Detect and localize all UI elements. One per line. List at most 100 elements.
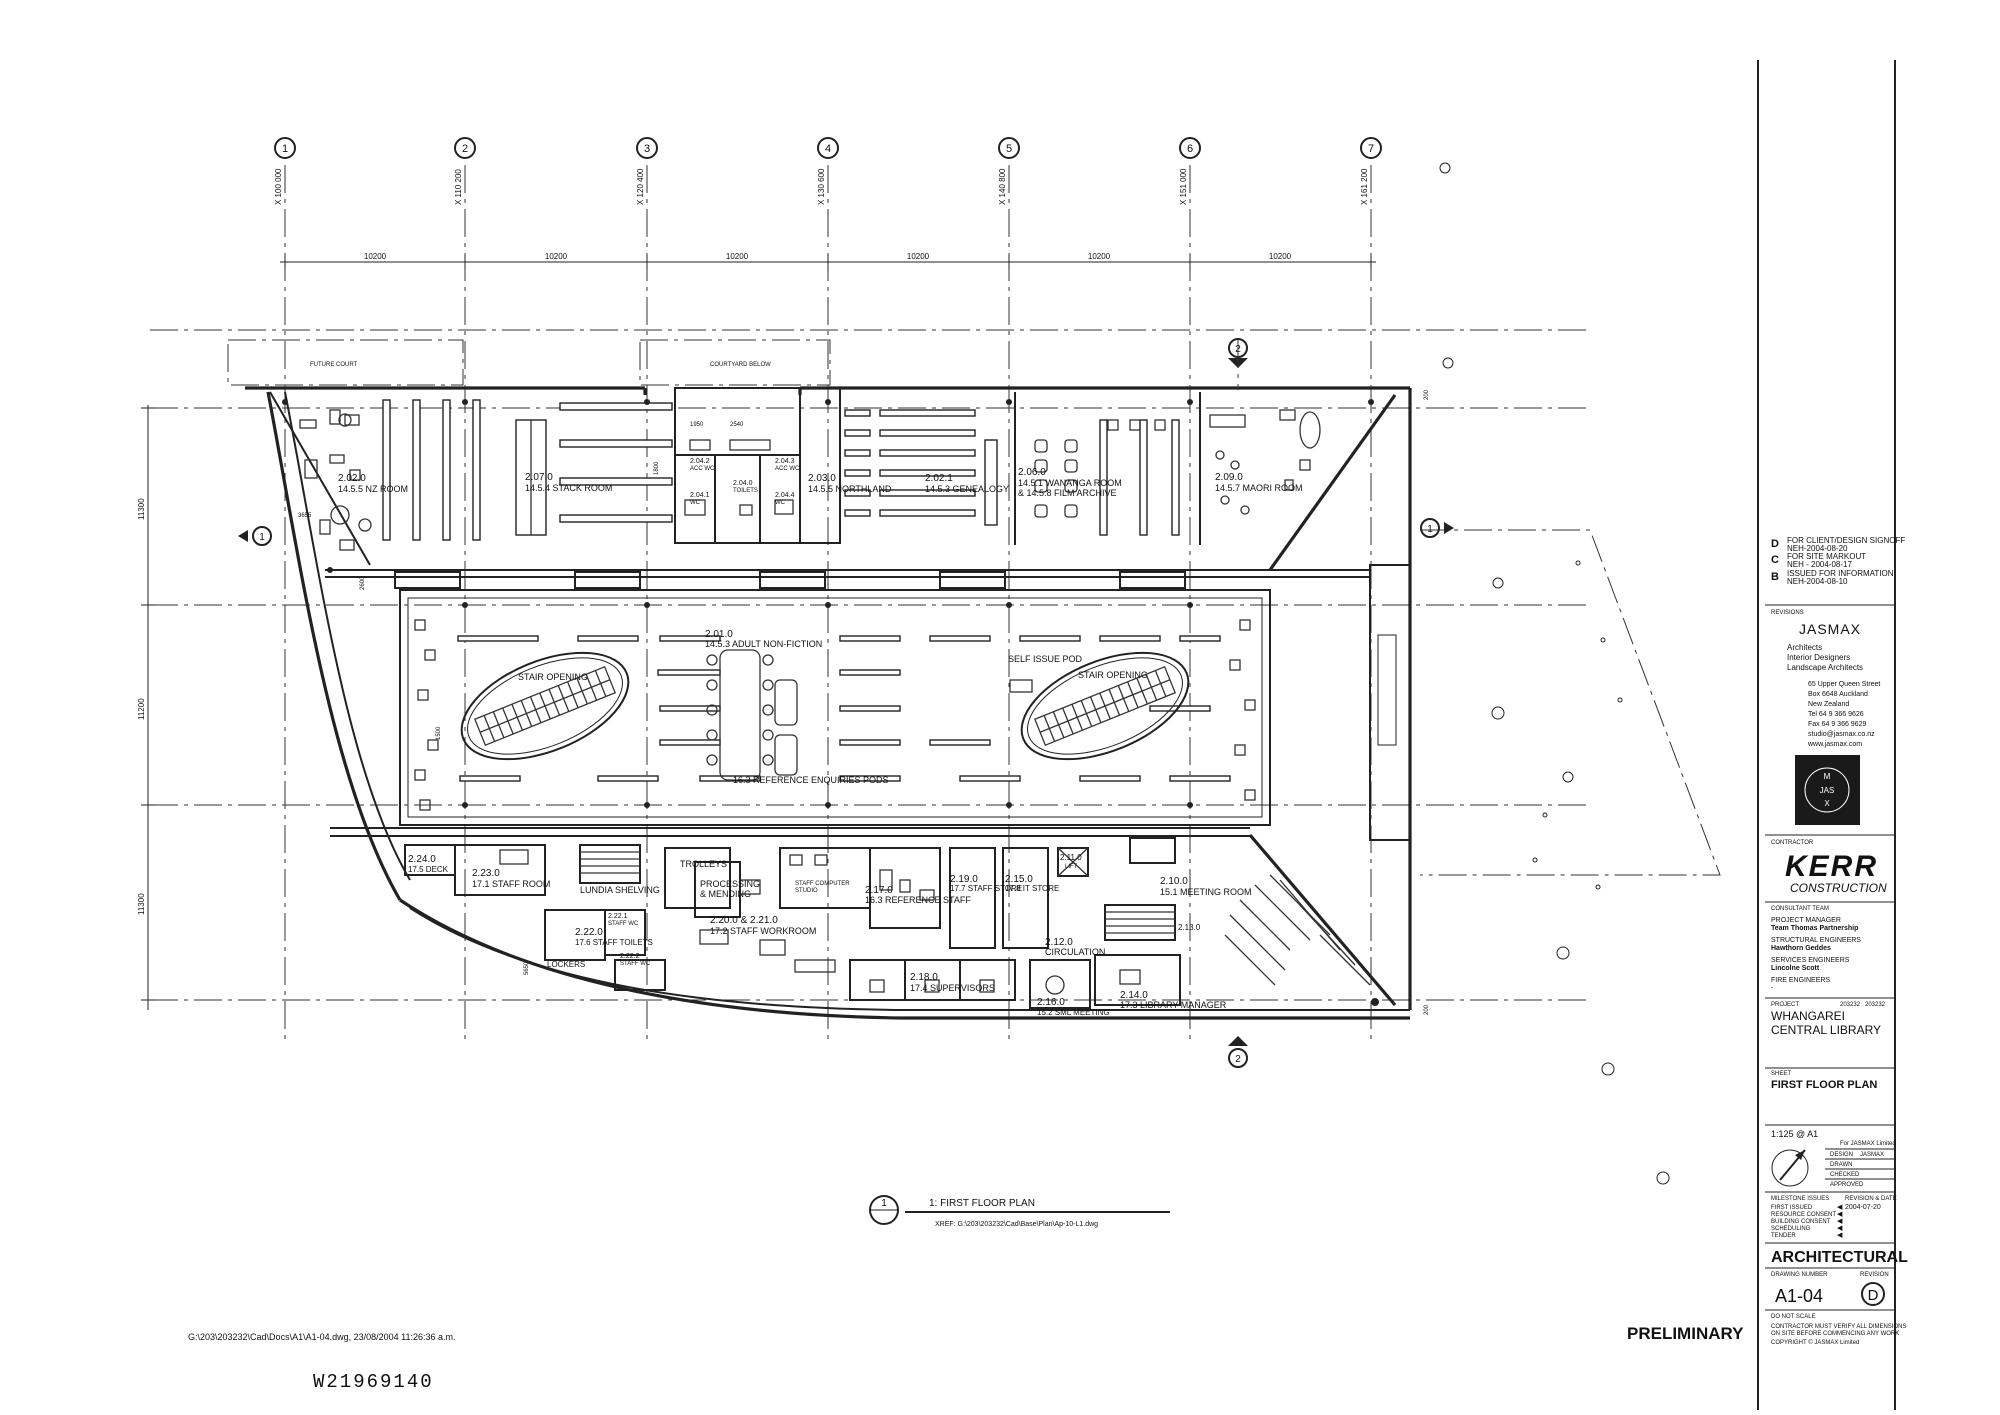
svg-text:3: 3 [644, 143, 650, 155]
svg-text:2.04.1: 2.04.1 [690, 492, 710, 499]
svg-text:10200: 10200 [545, 252, 568, 261]
svg-text:X 140 800: X 140 800 [998, 168, 1007, 205]
svg-text:SERVICES ENGINEERS: SERVICES ENGINEERS [1771, 957, 1850, 964]
svg-text:2.17.0: 2.17.0 [865, 885, 893, 896]
svg-text:14.5.3 ADULT NON-FICTION: 14.5.3 ADULT NON-FICTION [705, 639, 822, 649]
svg-text:www.jasmax.com: www.jasmax.com [1807, 741, 1862, 748]
svg-text:14.5.1 WANANGA ROOM: 14.5.1 WANANGA ROOM [1018, 478, 1122, 488]
grid-bubble-3: 3X 120 400 [636, 137, 658, 205]
svg-text:REVISIONS: REVISIONS [1771, 610, 1804, 616]
site-outlines: FUTURE COURT COURTYARD BELOW [227, 339, 1721, 876]
svg-text:10200: 10200 [907, 252, 930, 261]
svg-text:1800: 1800 [654, 461, 660, 475]
upper-rooms [299, 387, 1321, 551]
svg-text:ISSUED FOR INFORMATION: ISSUED FOR INFORMATION [1787, 569, 1894, 578]
svg-text:X: X [1824, 799, 1830, 808]
svg-text:PROCESSING: PROCESSING [700, 879, 760, 889]
svg-text:NEH - 2004-08-17: NEH - 2004-08-17 [1787, 560, 1852, 569]
grid-bubble-5: 5 X 140 800 [998, 137, 1020, 205]
svg-text:XREF: G:\203\203232\Cad\Base\P: XREF: G:\203\203232\Cad\Base\Plan\Ap-10-… [935, 1221, 1098, 1228]
svg-text:ACC WC: ACC WC [690, 466, 715, 472]
svg-text:2.04.0: 2.04.0 [733, 480, 753, 487]
stair-opening-right [1020, 651, 1190, 761]
svg-text:◀: ◀ [1837, 1218, 1843, 1225]
svg-text:MILESTONE ISSUES: MILESTONE ISSUES [1771, 1196, 1829, 1202]
svg-text:17.8 IT STORE: 17.8 IT STORE [1005, 884, 1059, 893]
revisions-table: D FOR CLIENT/DESIGN SIGNOFF NEH-2004-08-… [1765, 536, 1905, 616]
svg-text:& MENDING: & MENDING [700, 889, 751, 899]
svg-text:REVISION & DATE: REVISION & DATE [1845, 1196, 1897, 1202]
svg-text:FOR SITE MARKOUT: FOR SITE MARKOUT [1787, 552, 1866, 561]
milestones-block: MILESTONE ISSUES REVISION & DATE FIRST I… [1765, 1196, 1897, 1244]
svg-text:SHEET: SHEET [1771, 1071, 1791, 1077]
svg-text:New Zealand: New Zealand [1808, 701, 1849, 708]
svg-text:CHECKED: CHECKED [1830, 1172, 1860, 1178]
svg-text:1: 1 [881, 1198, 887, 1209]
svg-text:CONSTRUCTION: CONSTRUCTION [1790, 881, 1887, 895]
grid-bubble-7: 7X 161 200 [1360, 137, 1382, 205]
svg-text:DO NOT SCALE: DO NOT SCALE [1771, 1314, 1816, 1320]
svg-text:2.22.1: 2.22.1 [608, 913, 628, 920]
svg-text:5: 5 [1006, 143, 1012, 155]
room-labels: 2.02.0 14.5.5 NZ ROOM 2.07.0 14.5.4 STAC… [338, 458, 1303, 1017]
svg-text:2.07.0: 2.07.0 [525, 472, 553, 483]
svg-text:2.06.0: 2.06.0 [1018, 467, 1046, 478]
svg-text:17.6 STAFF TOILETS: 17.6 STAFF TOILETS [575, 938, 653, 947]
section-marks: 2 2 1 1 [238, 338, 1454, 1068]
svg-text:DRAWING NUMBER: DRAWING NUMBER [1771, 1272, 1828, 1278]
genealogy-shelves [844, 409, 998, 526]
svg-text:LIFT: LIFT [1065, 864, 1078, 870]
svg-text:TROLLEYS: TROLLEYS [680, 859, 727, 869]
svg-text:TENDER: TENDER [1771, 1233, 1796, 1239]
svg-text:REVISION: REVISION [1860, 1272, 1889, 1278]
svg-text:Landscape Architects: Landscape Architects [1787, 663, 1863, 672]
svg-text:X 100 000: X 100 000 [274, 168, 283, 205]
stair-opening-left [460, 651, 630, 761]
svg-text:CONTRACTOR MUST VERIFY ALL DIM: CONTRACTOR MUST VERIFY ALL DIMENSIONS [1771, 1324, 1906, 1330]
dimension-string-top: 10200 10200 10200 10200 10200 10200 [280, 252, 1376, 270]
columns [282, 399, 1379, 1006]
future-court-label: FUTURE COURT [310, 362, 358, 368]
svg-text:4: 4 [825, 143, 831, 155]
svg-text:2600: 2600 [360, 576, 366, 590]
site-trees [1439, 162, 1670, 1185]
svg-text:COPYRIGHT © JASMAX Limited: COPYRIGHT © JASMAX Limited [1771, 1339, 1859, 1346]
consultants-block: CONSULTANT TEAM PROJECT MANAGER Team Tho… [1765, 906, 1895, 999]
meeting-room-seating [1224, 874, 1371, 986]
title-block: D FOR CLIENT/DESIGN SIGNOFF NEH-2004-08-… [1757, 60, 1908, 1410]
svg-text:NEH-2004-08-10: NEH-2004-08-10 [1787, 577, 1848, 586]
svg-text:6: 6 [1187, 143, 1193, 155]
svg-text:14.5.3 GENEALOGY: 14.5.3 GENEALOGY [925, 484, 1009, 494]
svg-text:ARCHITECTURAL: ARCHITECTURAL [1771, 1249, 1908, 1266]
svg-text:JASMAX: JASMAX [1799, 621, 1861, 637]
drawing-number-block: ARCHITECTURAL DRAWING NUMBER REVISION A1… [1765, 1249, 1908, 1346]
svg-text:10200: 10200 [726, 252, 749, 261]
svg-text:2.09.0: 2.09.0 [1215, 472, 1243, 483]
grid-bubble-2: 2X 110 200 [454, 137, 476, 205]
svg-text:◀: ◀ [1837, 1225, 1843, 1232]
svg-text:LUNDIA SHELVING: LUNDIA SHELVING [580, 885, 660, 895]
svg-text:17.4 SUPERVISORS: 17.4 SUPERVISORS [910, 983, 995, 993]
svg-text:Box 6648 Auckland: Box 6648 Auckland [1808, 691, 1868, 698]
project-block: PROJECT 203232 203232 WHANGAREI CENTRAL … [1765, 1002, 1895, 1126]
svg-text:Lincolne Scott: Lincolne Scott [1771, 965, 1820, 972]
svg-text:1500: 1500 [436, 726, 442, 740]
svg-text:2.22.0: 2.22.0 [575, 927, 603, 938]
svg-text:2.02.0: 2.02.0 [338, 473, 366, 484]
grid-bubble-6: 6X 151 000 [1179, 137, 1201, 205]
svg-text:1950: 1950 [690, 422, 704, 428]
svg-text:17.3 LIBRARY MANAGER: 17.3 LIBRARY MANAGER [1120, 1000, 1227, 1010]
svg-text:Interior Designers: Interior Designers [1787, 653, 1850, 662]
svg-text:2.04.2: 2.04.2 [690, 458, 710, 465]
svg-text:Architects: Architects [1787, 643, 1822, 652]
svg-text:Tel 64 9 366 9626: Tel 64 9 366 9626 [1808, 711, 1864, 718]
svg-text:1: 1 [259, 532, 265, 543]
svg-text:WC: WC [690, 500, 701, 506]
svg-text:2.04.3: 2.04.3 [775, 458, 795, 465]
svg-text:◀: ◀ [1837, 1232, 1843, 1239]
svg-text:2.14.0: 2.14.0 [1120, 990, 1148, 1001]
svg-text:◀: ◀ [1837, 1211, 1843, 1218]
svg-text:2.15.0: 2.15.0 [1005, 874, 1033, 885]
svg-text:FIRST ISSUED: FIRST ISSUED [1771, 1205, 1813, 1211]
